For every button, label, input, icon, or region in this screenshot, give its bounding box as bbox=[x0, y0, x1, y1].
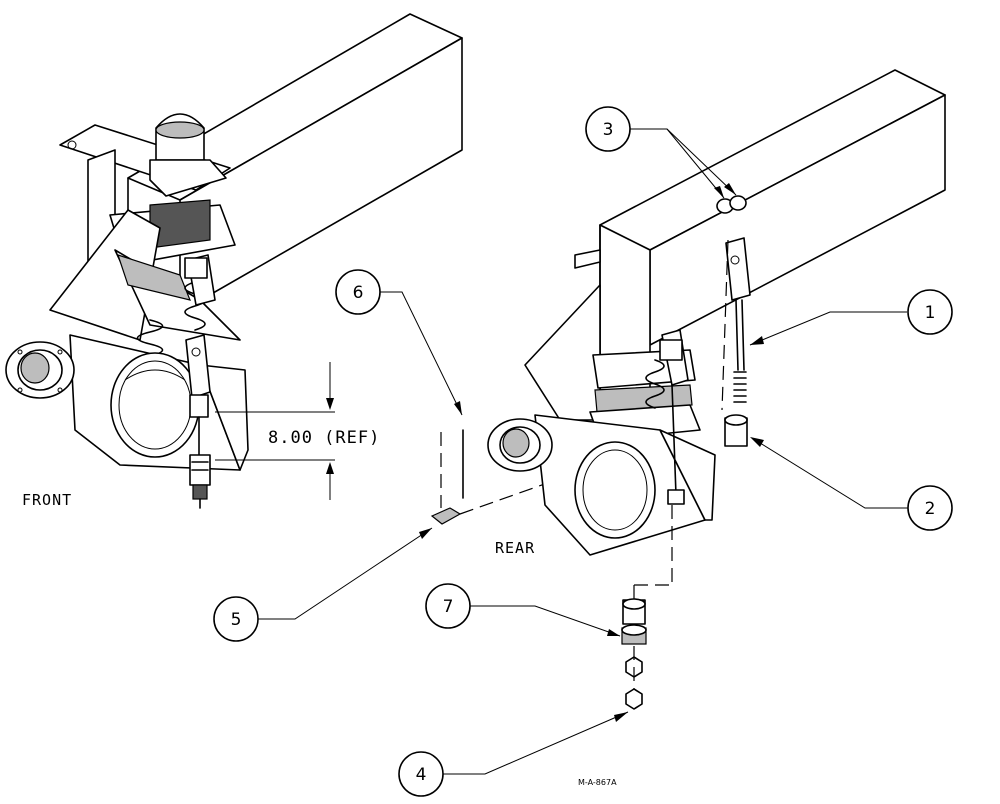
callout-3-number: 3 bbox=[603, 120, 614, 140]
pin-5 bbox=[430, 507, 462, 525]
callout-1 bbox=[907, 289, 953, 335]
callout-5-number: 5 bbox=[231, 610, 242, 630]
exploded-parts bbox=[621, 195, 751, 710]
callout-3 bbox=[585, 106, 631, 152]
rear-view-label: REAR bbox=[495, 539, 535, 557]
callout-4-number: 4 bbox=[416, 765, 427, 785]
callout-2-number: 2 bbox=[925, 499, 936, 519]
drawing-number: M-A-867A bbox=[578, 778, 617, 787]
callout-4 bbox=[398, 751, 444, 797]
rear-spring bbox=[645, 359, 665, 409]
callout-7 bbox=[425, 583, 471, 629]
callout-6 bbox=[335, 269, 381, 315]
callout-2 bbox=[907, 485, 953, 531]
nut-4b bbox=[625, 688, 643, 710]
dimension-label: 8.00 (REF) bbox=[268, 428, 380, 448]
callout-1-number: 1 bbox=[925, 303, 936, 323]
rear-hub bbox=[502, 428, 530, 458]
callouts: 1 2 3 4 5 6 7 bbox=[213, 106, 953, 797]
front-assembly: 8.00 (REF) FRONT bbox=[5, 13, 463, 509]
callout-5 bbox=[213, 596, 259, 642]
washer-3b bbox=[729, 195, 747, 211]
front-axle-opening bbox=[110, 352, 200, 458]
front-hub bbox=[20, 352, 50, 384]
front-view-label: FRONT bbox=[22, 491, 72, 509]
rear-assembly: REAR bbox=[487, 69, 946, 600]
callout-7-number: 7 bbox=[443, 597, 454, 617]
rear-axle-opening bbox=[574, 441, 656, 539]
clevis-1 bbox=[725, 237, 751, 301]
callout-6-number: 6 bbox=[353, 283, 364, 303]
